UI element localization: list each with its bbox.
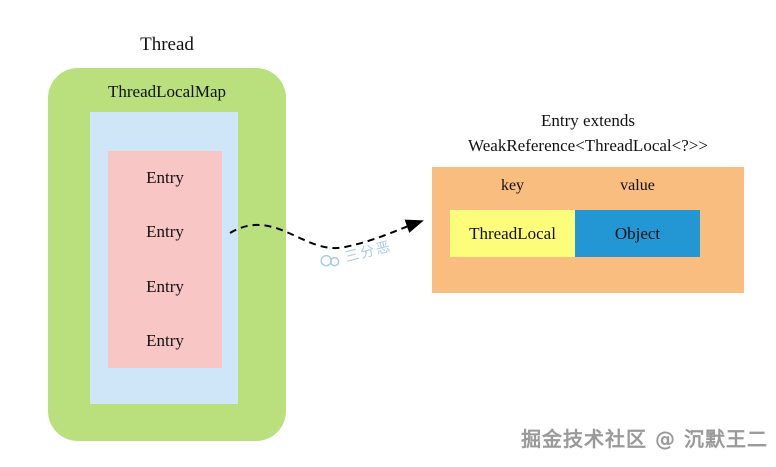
watermark-doodle-icon [320, 254, 340, 267]
key-header: key [500, 177, 525, 194]
thread-title: Thread [140, 34, 194, 55]
entry-table-headers: key value [450, 177, 718, 195]
threadlocalmap-title: ThreadLocalMap [108, 82, 226, 101]
entry-extends-line1: Entry extends [541, 111, 635, 130]
entry-table: key value ThreadLocal Object [432, 167, 744, 293]
entry-table-cells: ThreadLocal Object [450, 210, 700, 257]
center-watermark: 三分恶 [315, 217, 431, 282]
entry-item: Entry [146, 276, 184, 296]
value-header: value [620, 177, 655, 194]
entry-item: Entry [146, 330, 184, 350]
object-cell: Object [575, 210, 700, 257]
bottom-watermark: 掘金技术社区 @ 沉默王二 [521, 427, 768, 451]
threadlocal-cell: ThreadLocal [450, 210, 575, 257]
entry-extends-title: Entry extends WeakReference<ThreadLocal<… [420, 108, 756, 158]
entry-item: Entry [146, 222, 184, 242]
entry-extends-line2: WeakReference<ThreadLocal<?>> [468, 136, 708, 155]
entry-item: Entry [146, 168, 184, 188]
center-watermark-text: 三分恶 [343, 238, 394, 266]
entry-stack: Entry Entry Entry Entry [108, 151, 222, 368]
